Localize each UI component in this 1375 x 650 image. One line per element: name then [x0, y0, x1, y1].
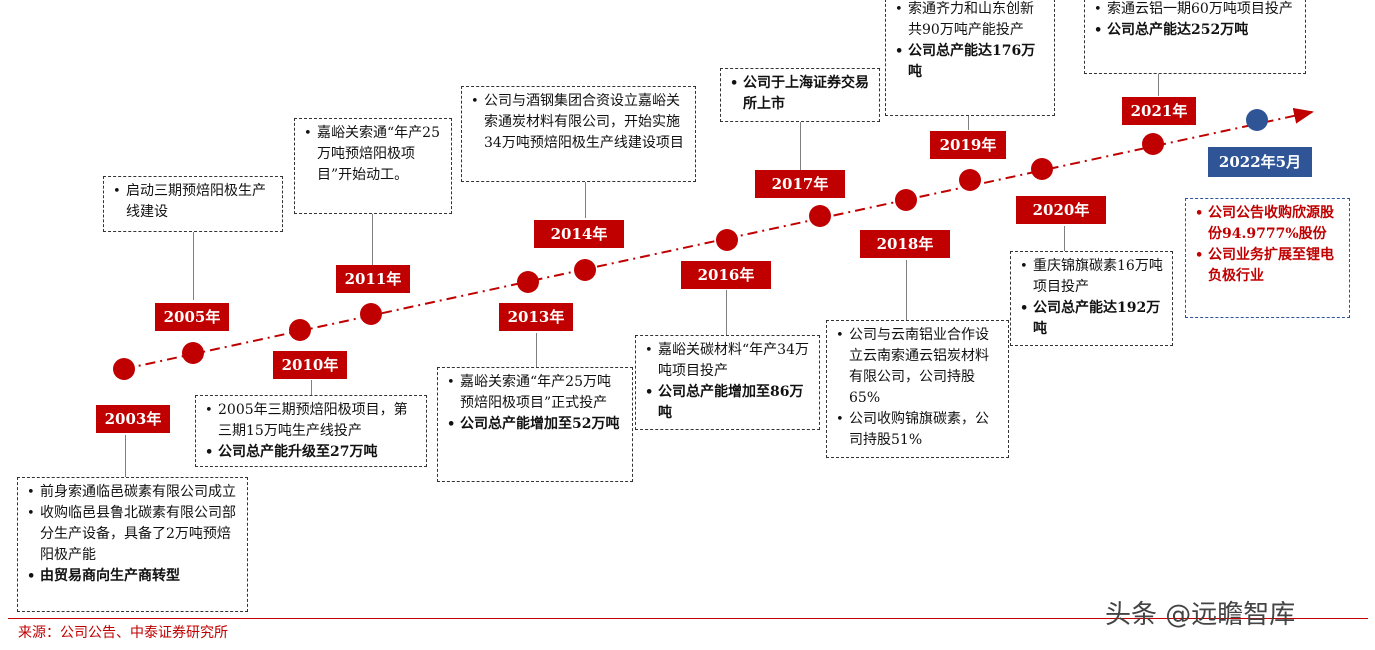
event-2005-item-1: 启动三期预焙阳极生产线建设	[113, 181, 274, 223]
event-2003-item-3: 由贸易商向生产商转型	[27, 566, 239, 587]
year-label-2014: 2014年	[534, 220, 624, 248]
connector-2003	[125, 435, 126, 477]
event-box-2014: 公司与酒钢集团合资设立嘉峪关索通炭材料有限公司，开始实施34万吨预焙阳极生产线建…	[461, 86, 696, 182]
connector-2017	[800, 122, 801, 170]
year-label-2016: 2016年	[681, 261, 771, 289]
event-2019-item-1: 索通齐力和山东创新共90万吨产能投产	[895, 0, 1046, 41]
source-divider	[8, 618, 1368, 619]
event-box-2010: 2005年三期预焙阳极项目，第三期15万吨生产线投产 公司总产能升级至27万吨	[195, 395, 427, 467]
event-box-2016: 嘉峪关碳材料“年产34万吨项目投产 公司总产能增加至86万吨	[635, 335, 820, 430]
event-2021-item-2: 公司总产能达252万吨	[1094, 20, 1297, 41]
event-2018-item-2: 公司收购锦旗碳素，公司持股51%	[836, 409, 1000, 451]
event-box-2011: 嘉峪关索通“年产25万吨预焙阳极项目”开始动工。	[294, 118, 452, 214]
connector-2011	[372, 213, 373, 265]
event-2003-item-2: 收购临邑县鲁北碳素有限公司部分生产设备，具备了2万吨预焙阳极产能	[27, 503, 239, 566]
event-2017-item-1: 公司于上海证券交易所上市	[730, 73, 871, 115]
event-2013-item-1: 嘉峪关索通“年产25万吨预焙阳极项目”正式投产	[447, 372, 624, 414]
event-2016-item-1: 嘉峪关碳材料“年产34万吨项目投产	[645, 340, 811, 382]
event-box-2020: 重庆锦旗碳素16万吨项目投产 公司总产能达192万吨	[1010, 251, 1173, 346]
connector-2020	[1064, 226, 1065, 252]
event-2022-item-2: 公司业务扩展至锂电负极行业	[1195, 245, 1341, 287]
connector-2019	[968, 116, 969, 130]
event-2019-item-2: 公司总产能达176万吨	[895, 41, 1046, 83]
dot-2003	[113, 358, 135, 380]
connector-2010	[311, 380, 312, 396]
dot-2018	[895, 189, 917, 211]
dot-2017	[809, 205, 831, 227]
event-box-2019: 索通齐力和山东创新共90万吨产能投产 公司总产能达176万吨	[885, 0, 1055, 116]
year-label-2003: 2003年	[96, 405, 170, 433]
year-label-2021: 2021年	[1122, 97, 1196, 125]
event-2020-item-1: 重庆锦旗碳素16万吨项目投产	[1020, 256, 1164, 298]
dot-2021	[1142, 133, 1164, 155]
event-box-2005: 启动三期预焙阳极生产线建设	[103, 176, 283, 232]
event-2018-item-1: 公司与云南铝业合作设立云南索通云铝炭材料有限公司，公司持股65%	[836, 325, 1000, 409]
connector-2014	[585, 182, 586, 218]
year-label-2011: 2011年	[336, 265, 410, 293]
year-label-2005: 2005年	[155, 303, 229, 331]
dot-2010	[289, 319, 311, 341]
year-label-2022: 2022年5月	[1208, 147, 1312, 177]
year-label-2010: 2010年	[273, 351, 347, 379]
event-box-2022: 公司公告收购欣源股份94.9777%股份 公司业务扩展至锂电负极行业	[1185, 198, 1350, 318]
event-2010-item-1: 2005年三期预焙阳极项目，第三期15万吨生产线投产	[205, 400, 418, 442]
connector-2018	[906, 260, 907, 322]
dot-2016	[716, 229, 738, 251]
dot-2005	[182, 342, 204, 364]
event-2010-item-2: 公司总产能升级至27万吨	[205, 442, 418, 463]
dot-2020	[1031, 158, 1053, 180]
dot-2014	[574, 259, 596, 281]
event-box-2021: 索通云铝一期60万吨项目投产 公司总产能达252万吨	[1084, 0, 1306, 74]
year-label-2013: 2013年	[499, 303, 573, 331]
watermark: 头条 @远瞻智库	[1105, 600, 1296, 630]
connector-2021	[1158, 74, 1159, 96]
year-label-2020: 2020年	[1016, 196, 1106, 224]
event-2022-item-1: 公司公告收购欣源股份94.9777%股份	[1195, 203, 1341, 245]
event-box-2017: 公司于上海证券交易所上市	[720, 68, 880, 122]
connector-2016	[726, 290, 727, 336]
event-box-2018: 公司与云南铝业合作设立云南索通云铝炭材料有限公司，公司持股65% 公司收购锦旗碳…	[826, 320, 1009, 458]
event-2013-item-2: 公司总产能增加至52万吨	[447, 414, 624, 435]
event-2014-item-1: 公司与酒钢集团合资设立嘉峪关索通炭材料有限公司，开始实施34万吨预焙阳极生产线建…	[471, 91, 687, 154]
year-label-2018: 2018年	[860, 230, 950, 258]
year-label-2017: 2017年	[755, 170, 845, 198]
event-2020-item-2: 公司总产能达192万吨	[1020, 298, 1164, 340]
connector-2005	[193, 232, 194, 300]
event-2011-item-1: 嘉峪关索通“年产25万吨预焙阳极项目”开始动工。	[304, 123, 443, 186]
year-label-2019: 2019年	[930, 131, 1006, 159]
dot-2013	[517, 271, 539, 293]
source-note: 来源：公司公告、中泰证券研究所	[18, 625, 228, 641]
event-2003-item-1: 前身索通临邑碳素有限公司成立	[27, 482, 239, 503]
dot-2022	[1246, 109, 1268, 131]
event-box-2003: 前身索通临邑碳素有限公司成立 收购临邑县鲁北碳素有限公司部分生产设备，具备了2万…	[17, 477, 248, 612]
dot-2019	[959, 169, 981, 191]
dot-2011	[360, 303, 382, 325]
event-2021-item-1: 索通云铝一期60万吨项目投产	[1094, 0, 1297, 20]
event-box-2013: 嘉峪关索通“年产25万吨预焙阳极项目”正式投产 公司总产能增加至52万吨	[437, 367, 633, 482]
connector-2013	[536, 333, 537, 368]
event-2016-item-2: 公司总产能增加至86万吨	[645, 382, 811, 424]
